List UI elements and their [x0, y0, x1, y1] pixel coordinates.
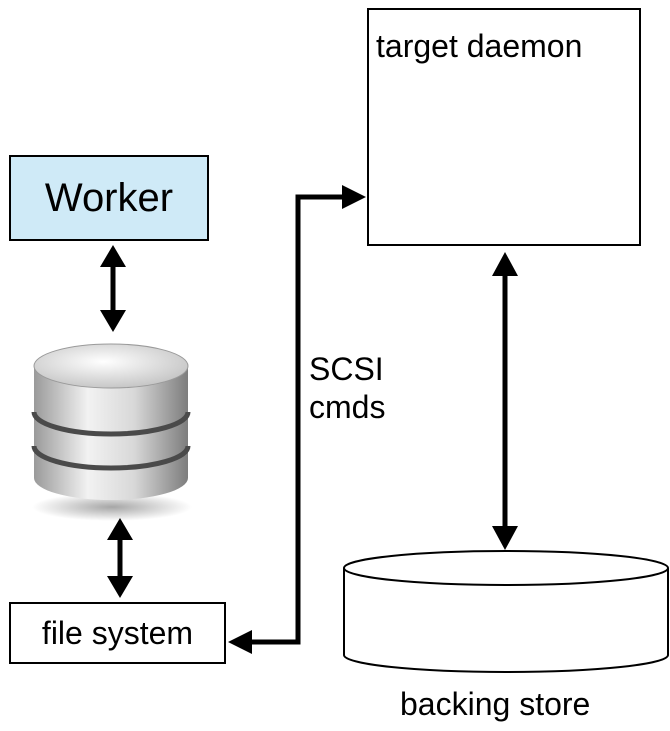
arrow-target-backing: [492, 252, 518, 550]
arrow-worker-disk: [100, 245, 126, 332]
database-disk-icon: [31, 343, 192, 521]
arrow-disk-filesystem: [107, 518, 133, 598]
scsi-label-line2: cmds: [309, 389, 386, 425]
worker-label: Worker: [44, 175, 174, 220]
file-system-label: file system: [41, 614, 194, 651]
target-daemon-label: target daemon: [376, 28, 583, 64]
worker-node: Worker: [9, 155, 209, 241]
scsi-cmds-label: SCSI cmds: [309, 350, 385, 426]
arrow-scsi-cmds: [228, 185, 366, 654]
backing-store-cylinder: [343, 550, 669, 673]
file-system-node: file system: [9, 602, 226, 664]
scsi-label-line1: SCSI: [309, 351, 384, 387]
backing-store-label: backing store: [400, 686, 591, 722]
target-daemon-node: target daemon: [367, 8, 641, 246]
